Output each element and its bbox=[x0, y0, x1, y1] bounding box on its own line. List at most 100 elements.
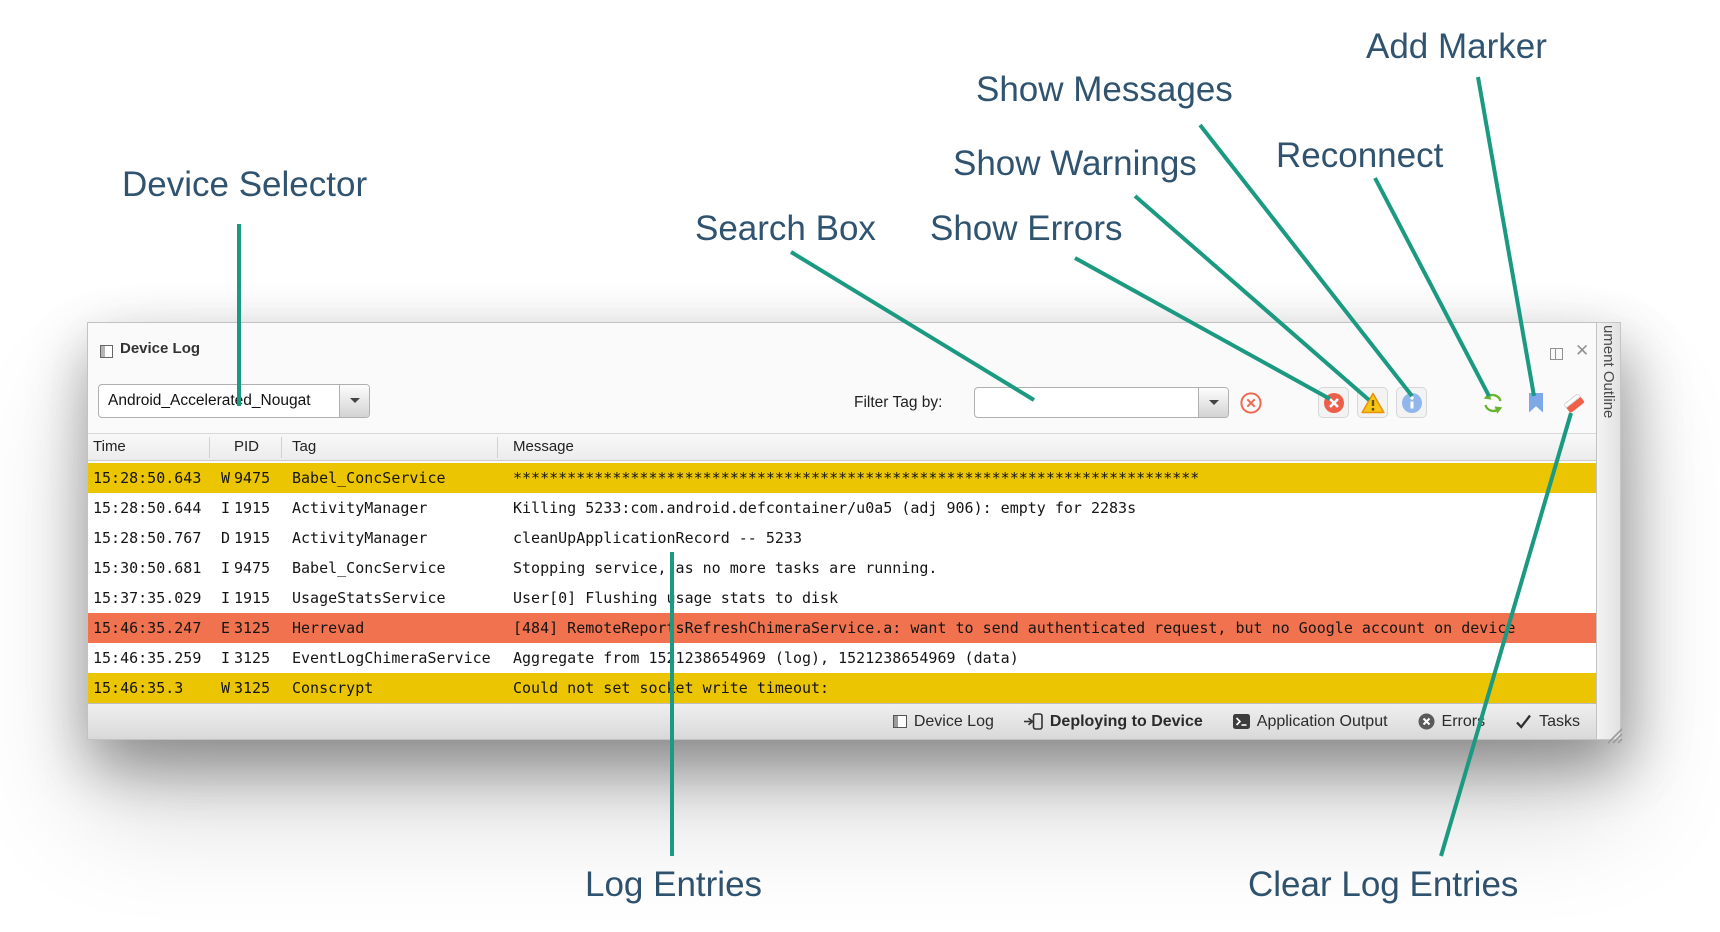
cell-type: W bbox=[221, 679, 231, 697]
annotation-reconnect: Reconnect bbox=[1276, 136, 1444, 175]
add-marker-button[interactable] bbox=[1520, 387, 1551, 418]
show-warnings-button[interactable] bbox=[1357, 387, 1388, 418]
status-deploying[interactable]: Deploying to Device bbox=[1023, 713, 1203, 731]
document-outline-tab[interactable]: ument Outline bbox=[1597, 322, 1621, 740]
cell-tag: ActivityManager bbox=[292, 529, 428, 547]
cell-type: I bbox=[221, 559, 231, 577]
clear-log-icon bbox=[1563, 393, 1584, 412]
split-editor-icon[interactable] bbox=[1550, 348, 1563, 360]
cell-time: 15:46:35.247 bbox=[93, 619, 202, 637]
cell-time: 15:46:35.3 bbox=[93, 679, 184, 697]
cell-type: I bbox=[221, 589, 231, 607]
close-icon[interactable]: ✕ bbox=[1575, 341, 1590, 360]
checkmark-icon bbox=[1516, 714, 1532, 729]
panel-title: Device Log bbox=[120, 340, 201, 357]
cell-tag: UsageStatsService bbox=[292, 589, 446, 607]
cell-type: I bbox=[221, 649, 231, 667]
terminal-icon bbox=[1232, 714, 1250, 729]
annotation-show-messages: Show Messages bbox=[976, 70, 1233, 109]
reconnect-icon bbox=[1483, 391, 1502, 414]
cell-msg: User[0] Flushing usage stats to disk bbox=[513, 589, 839, 607]
column-header-time[interactable]: Time bbox=[93, 438, 126, 455]
column-header-tag[interactable]: Tag bbox=[292, 438, 317, 455]
cell-pid: 1915 bbox=[234, 499, 271, 517]
chevron-down-icon[interactable] bbox=[339, 385, 369, 417]
cell-msg: Stopping service, as no more tasks are r… bbox=[513, 559, 938, 577]
column-header-pid[interactable]: PID bbox=[234, 438, 260, 455]
cell-pid: 1915 bbox=[234, 529, 271, 547]
cell-tag: Conscrypt bbox=[292, 679, 374, 697]
errors-icon bbox=[1418, 713, 1435, 730]
annotation-log-entries: Log Entries bbox=[585, 865, 763, 904]
annotation-add-marker: Add Marker bbox=[1366, 27, 1547, 66]
cell-type: I bbox=[221, 499, 231, 517]
cell-tag: Herrevad bbox=[292, 619, 365, 637]
panel-icon bbox=[892, 715, 907, 728]
cell-pid: 9475 bbox=[234, 559, 271, 577]
cell-pid: 3125 bbox=[234, 679, 271, 697]
cell-time: 15:28:50.767 bbox=[93, 529, 202, 547]
chevron-down-icon[interactable] bbox=[1198, 388, 1228, 417]
annotation-show-errors: Show Errors bbox=[930, 209, 1123, 248]
cell-type: E bbox=[221, 619, 231, 637]
show-errors-button[interactable] bbox=[1318, 387, 1349, 418]
cell-msg: Killing 5233:com.android.defcontainer/u0… bbox=[513, 499, 1137, 517]
show-messages-button[interactable] bbox=[1396, 387, 1427, 418]
cell-pid: 3125 bbox=[234, 619, 271, 637]
status-application-output[interactable]: Application Output bbox=[1232, 713, 1388, 731]
device-selector-value: Android_Accelerated_Nougat bbox=[108, 392, 311, 409]
show-messages-icon bbox=[1401, 392, 1422, 413]
clear-log-button[interactable] bbox=[1558, 387, 1589, 418]
cell-time: 15:37:35.029 bbox=[93, 589, 202, 607]
filter-tag-label: Filter Tag by: bbox=[854, 394, 943, 411]
cell-time: 15:28:50.643 bbox=[93, 469, 202, 487]
status-errors[interactable]: Errors bbox=[1418, 713, 1485, 731]
cell-pid: 9475 bbox=[234, 469, 271, 487]
device-log-window: Device Log ✕ Android_Accelerated_Nougat … bbox=[87, 322, 1621, 740]
show-errors-icon bbox=[1323, 392, 1344, 413]
cell-msg: [484] RemoteReportsRefreshChimeraService… bbox=[513, 619, 1516, 637]
cell-msg: Could not set socket write timeout: bbox=[513, 679, 830, 697]
annotation-show-warnings: Show Warnings bbox=[953, 144, 1197, 183]
clear-filter-button[interactable] bbox=[1235, 387, 1266, 418]
cell-type: D bbox=[221, 529, 231, 547]
filter-tag-input[interactable] bbox=[974, 387, 1229, 418]
device-selector-combo[interactable]: Android_Accelerated_Nougat bbox=[98, 384, 370, 418]
annotation-device-selector: Device Selector bbox=[122, 165, 368, 204]
log-table-header: Time PID Tag Message bbox=[88, 433, 1596, 461]
cell-msg: ****************************************… bbox=[513, 469, 1200, 487]
cell-time: 15:46:35.259 bbox=[93, 649, 202, 667]
cell-time: 15:30:50.681 bbox=[93, 559, 202, 577]
document-outline-label: ument Outline bbox=[1600, 325, 1617, 419]
annotation-clear-log-entries: Clear Log Entries bbox=[1248, 865, 1519, 904]
show-warnings-icon bbox=[1360, 392, 1385, 413]
bookmark-icon bbox=[1528, 392, 1543, 412]
reconnect-button[interactable] bbox=[1477, 387, 1508, 418]
column-header-message[interactable]: Message bbox=[513, 438, 574, 455]
cell-type: W bbox=[221, 469, 231, 487]
cell-pid: 1915 bbox=[234, 589, 271, 607]
resize-grip[interactable] bbox=[1598, 723, 1626, 745]
cell-tag: Babel_ConcService bbox=[292, 469, 446, 487]
device-log-panel: Device Log ✕ Android_Accelerated_Nougat … bbox=[87, 322, 1597, 740]
annotation-search-box: Search Box bbox=[695, 209, 876, 248]
status-device-log[interactable]: Device Log bbox=[892, 713, 994, 731]
cell-pid: 3125 bbox=[234, 649, 271, 667]
cell-msg: cleanUpApplicationRecord -- 5233 bbox=[513, 529, 802, 547]
clear-filter-icon bbox=[1239, 391, 1262, 414]
deploy-icon bbox=[1023, 713, 1043, 730]
cell-tag: EventLogChimeraService bbox=[292, 649, 491, 667]
cell-tag: Babel_ConcService bbox=[292, 559, 446, 577]
cell-msg: Aggregate from 1521238654969 (log), 1521… bbox=[513, 649, 1019, 667]
status-tasks[interactable]: Tasks bbox=[1515, 713, 1580, 731]
